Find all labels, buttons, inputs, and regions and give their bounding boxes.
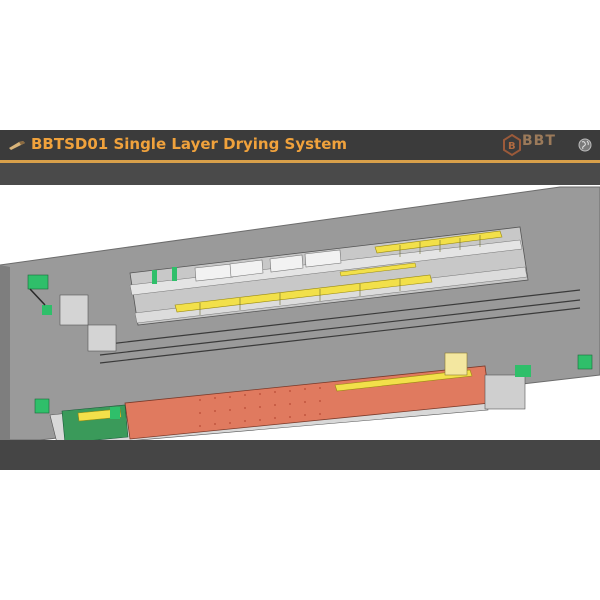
svg-text:B: B [508,141,516,152]
yellow-conveyor-top [374,230,503,254]
yellow-conveyor-mid [174,274,433,313]
bbt-logo-icon: B [503,133,521,157]
yellow-conveyor-lower [334,369,473,392]
right-outfeed-unit [444,352,593,410]
oven-vent-grid [199,387,321,427]
page-title: BBTSD01 Single Layer Drying System [31,135,348,153]
bottom-bar [0,440,600,470]
logo-text: BBT [522,133,556,149]
left-feeder-unit [27,274,117,352]
floor-edge [0,265,10,440]
header-bar: BBTSD01 Single Layer Drying System B BBT [0,130,600,160]
tool-icon [9,141,25,150]
guide-rails [99,289,581,364]
cad-viewport [0,185,600,448]
header-accent-rule [0,160,600,163]
presentation-frame: BBTSD01 Single Layer Drying System B BBT [0,130,600,470]
toolbar-strip [0,163,600,185]
lower-drying-oven [34,365,491,448]
globe-icon[interactable] [578,138,592,152]
upper-drying-line [129,226,529,326]
plant-layout-drawing [0,186,600,448]
yellow-conveyor-upper [339,262,417,277]
